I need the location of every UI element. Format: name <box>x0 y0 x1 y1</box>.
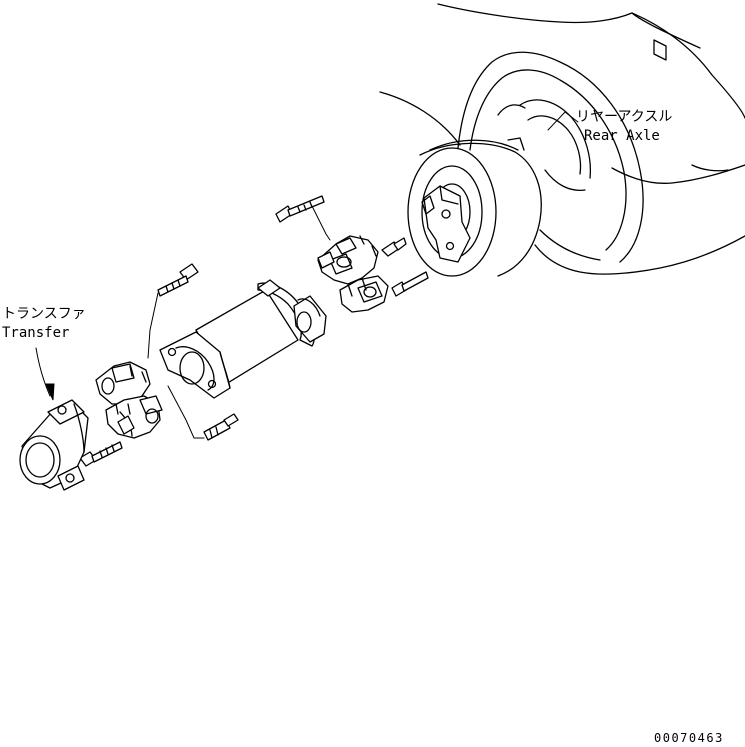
transfer-label-jp: トランスファ <box>2 306 86 322</box>
grease-nipple-leader <box>167 385 205 439</box>
propeller-shaft <box>159 279 327 399</box>
axle-pinion-flange <box>407 139 542 277</box>
rear-universal-joint <box>317 235 389 313</box>
front-bolt <box>79 441 123 467</box>
rear-axle-leader <box>547 111 579 131</box>
drawing-code: 00070463 <box>654 731 724 745</box>
rear-axle-housing <box>379 3 745 275</box>
middle-bolt <box>157 263 199 297</box>
front-universal-joint <box>95 361 163 439</box>
rear-grease-nipple <box>381 237 407 257</box>
upper-bolt-leader <box>311 205 331 241</box>
middle-bolt-leader <box>147 292 159 359</box>
rear-bolt <box>391 271 429 297</box>
transfer-label-en: Transfer <box>2 325 69 341</box>
transfer-arrow <box>35 347 55 401</box>
upper-bolt-1 <box>275 195 325 223</box>
front-grease-nipple <box>203 413 239 441</box>
rear-axle-label-jp: リヤーアクスル <box>576 109 672 125</box>
rear-axle-label-en: Rear Axle <box>584 128 660 144</box>
transfer-flange <box>19 399 89 491</box>
